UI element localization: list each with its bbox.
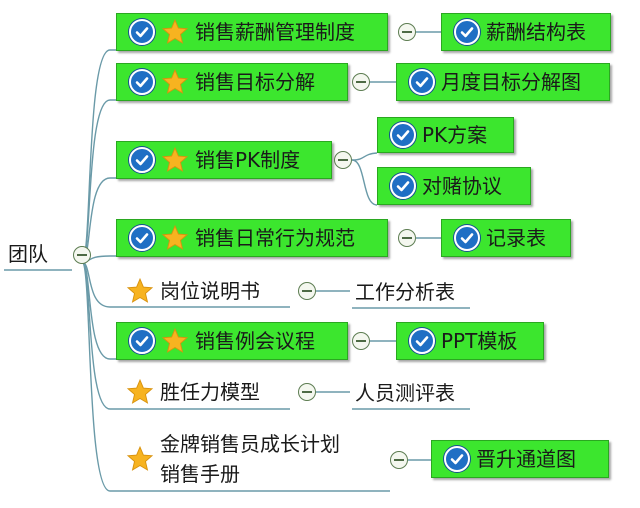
branch-label: 销售目标分解	[195, 70, 315, 94]
child-connector-5	[316, 290, 470, 309]
branch-connector-7	[81, 261, 390, 492]
child-label: 对赌协议	[422, 174, 502, 198]
branch-label: 岗位说明书	[160, 279, 260, 303]
child-node-salary-structure[interactable]: 薪酬结构表	[441, 13, 611, 51]
branch-node-gold-sales-plan[interactable]: 金牌销售员成长计划 销售手册	[126, 428, 340, 490]
branch-node-competency-model[interactable]: 胜任力模型	[126, 376, 260, 408]
star-icon	[126, 378, 154, 406]
star-icon	[161, 224, 189, 252]
root-collapse-toggle[interactable]	[73, 246, 91, 264]
collapse-toggle[interactable]	[352, 332, 370, 350]
check-icon	[129, 69, 155, 95]
child-node-pk-plan[interactable]: PK方案	[377, 117, 514, 153]
collapse-toggle[interactable]	[334, 151, 352, 169]
child-node-bet-agreement[interactable]: 对赌协议	[377, 167, 531, 205]
star-icon	[161, 146, 189, 174]
child-label: 工作分析表	[355, 280, 455, 304]
check-icon	[454, 225, 480, 251]
check-icon	[390, 173, 416, 199]
child-connector-7	[316, 391, 470, 410]
child-node-monthly-target[interactable]: 月度目标分解图	[396, 63, 610, 101]
star-icon	[161, 68, 189, 96]
branch-node-sales-pk[interactable]: 销售PK制度	[116, 141, 332, 179]
check-icon	[129, 147, 155, 173]
root-node[interactable]: 团队	[8, 240, 48, 268]
branch-label: 金牌销售员成长计划 销售手册	[160, 432, 340, 486]
check-icon	[390, 122, 416, 148]
check-icon	[129, 19, 155, 45]
child-label: 人员测评表	[355, 381, 455, 405]
branch-label: 销售薪酬管理制度	[195, 20, 355, 44]
child-node-record-sheet[interactable]: 记录表	[441, 219, 571, 257]
star-icon	[126, 277, 154, 305]
root-label: 团队	[8, 242, 48, 266]
child-connector-3	[351, 159, 378, 206]
check-icon	[409, 328, 435, 354]
star-icon	[126, 445, 154, 473]
collapse-toggle[interactable]	[390, 451, 408, 469]
branch-label: 胜任力模型	[160, 380, 260, 404]
child-node-personnel-assessment[interactable]: 人员测评表	[355, 378, 455, 408]
child-label: 月度目标分解图	[441, 70, 581, 94]
collapse-toggle[interactable]	[398, 23, 416, 41]
branch-label: 销售日常行为规范	[195, 226, 355, 250]
check-icon	[129, 225, 155, 251]
branch-node-salary-system[interactable]: 销售薪酬管理制度	[116, 13, 388, 51]
collapse-toggle[interactable]	[352, 73, 370, 91]
star-icon	[161, 327, 189, 355]
star-icon	[161, 18, 189, 46]
branch-node-job-description[interactable]: 岗位说明书	[126, 275, 260, 307]
branch-label: 销售例会议程	[195, 329, 315, 353]
child-node-ppt-template[interactable]: PPT模板	[396, 322, 544, 360]
check-icon	[444, 446, 470, 472]
child-label: 薪酬结构表	[486, 20, 586, 44]
collapse-toggle[interactable]	[398, 229, 416, 247]
check-icon	[409, 69, 435, 95]
child-node-job-analysis[interactable]: 工作分析表	[355, 277, 455, 307]
child-label: 晋升通道图	[476, 447, 576, 471]
branch-node-sales-target[interactable]: 销售目标分解	[116, 63, 348, 101]
branch-node-sales-meeting[interactable]: 销售例会议程	[116, 322, 348, 360]
collapse-toggle[interactable]	[298, 383, 316, 401]
child-label: PK方案	[422, 123, 488, 147]
check-icon	[454, 19, 480, 45]
child-label: PPT模板	[441, 329, 518, 353]
check-icon	[129, 328, 155, 354]
collapse-toggle[interactable]	[298, 282, 316, 300]
child-connector-2	[351, 152, 378, 161]
child-node-promotion-path[interactable]: 晋升通道图	[431, 440, 609, 478]
branch-label: 销售PK制度	[195, 148, 301, 172]
branch-node-daily-behavior[interactable]: 销售日常行为规范	[116, 219, 388, 257]
child-label: 记录表	[486, 226, 546, 250]
